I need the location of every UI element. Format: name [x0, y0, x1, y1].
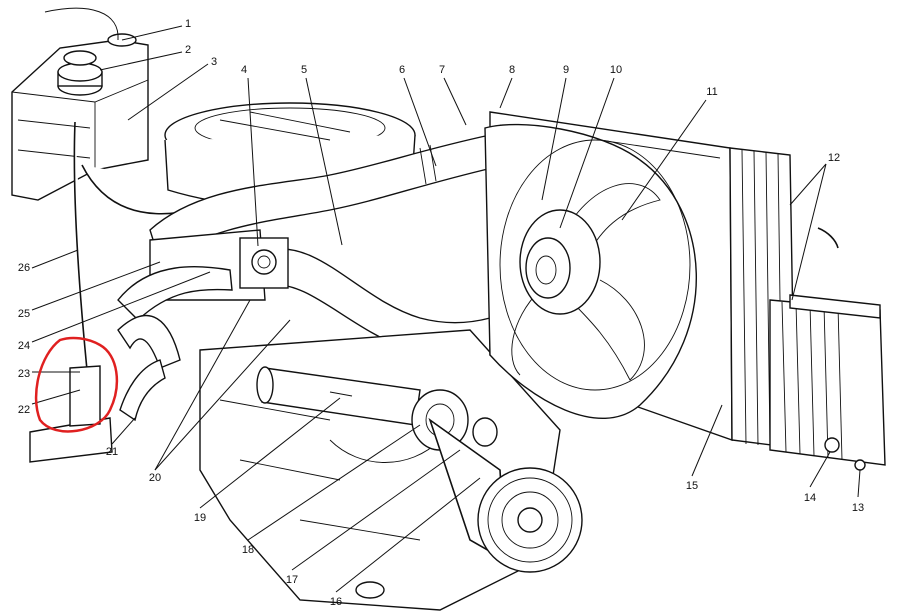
part-label-19: 19 — [193, 512, 207, 524]
heater-core — [769, 294, 886, 471]
crankshaft-pulley — [477, 467, 583, 573]
part-label-9: 9 — [562, 64, 570, 76]
part-label-14: 14 — [803, 492, 817, 504]
part-label-24: 24 — [17, 340, 31, 352]
part-label-10: 10 — [609, 64, 623, 76]
highlight-circle — [34, 336, 118, 433]
water-pump — [411, 389, 498, 451]
part-label-3: 3 — [210, 56, 218, 68]
part-label-21: 21 — [105, 446, 119, 458]
leader-lines — [31, 25, 861, 593]
part-label-13: 13 — [851, 502, 865, 514]
part-label-12: 12 — [827, 152, 841, 164]
part-label-15: 15 — [685, 480, 699, 492]
part-label-11: 11 — [706, 86, 718, 98]
expansion-tank — [11, 39, 149, 201]
part-label-17: 17 — [285, 574, 299, 586]
part-label-22: 22 — [17, 404, 31, 416]
part-label-8: 8 — [508, 64, 516, 76]
part-label-6: 6 — [398, 64, 406, 76]
fan-motor — [519, 209, 601, 315]
part-label-16: 16 — [329, 596, 343, 608]
part-label-5: 5 — [300, 64, 308, 76]
part-label-18: 18 — [241, 544, 255, 556]
cooling-fan — [511, 183, 661, 381]
part-label-25: 25 — [17, 308, 31, 320]
part-label-1: 1 — [184, 18, 192, 30]
part-label-20: 20 — [148, 472, 162, 484]
part-label-4: 4 — [240, 64, 248, 76]
part-label-7: 7 — [438, 64, 446, 76]
part-label-26: 26 — [17, 262, 31, 274]
part-label-23: 23 — [17, 368, 31, 380]
filler-cap — [57, 50, 103, 96]
part-label-2: 2 — [184, 44, 192, 56]
